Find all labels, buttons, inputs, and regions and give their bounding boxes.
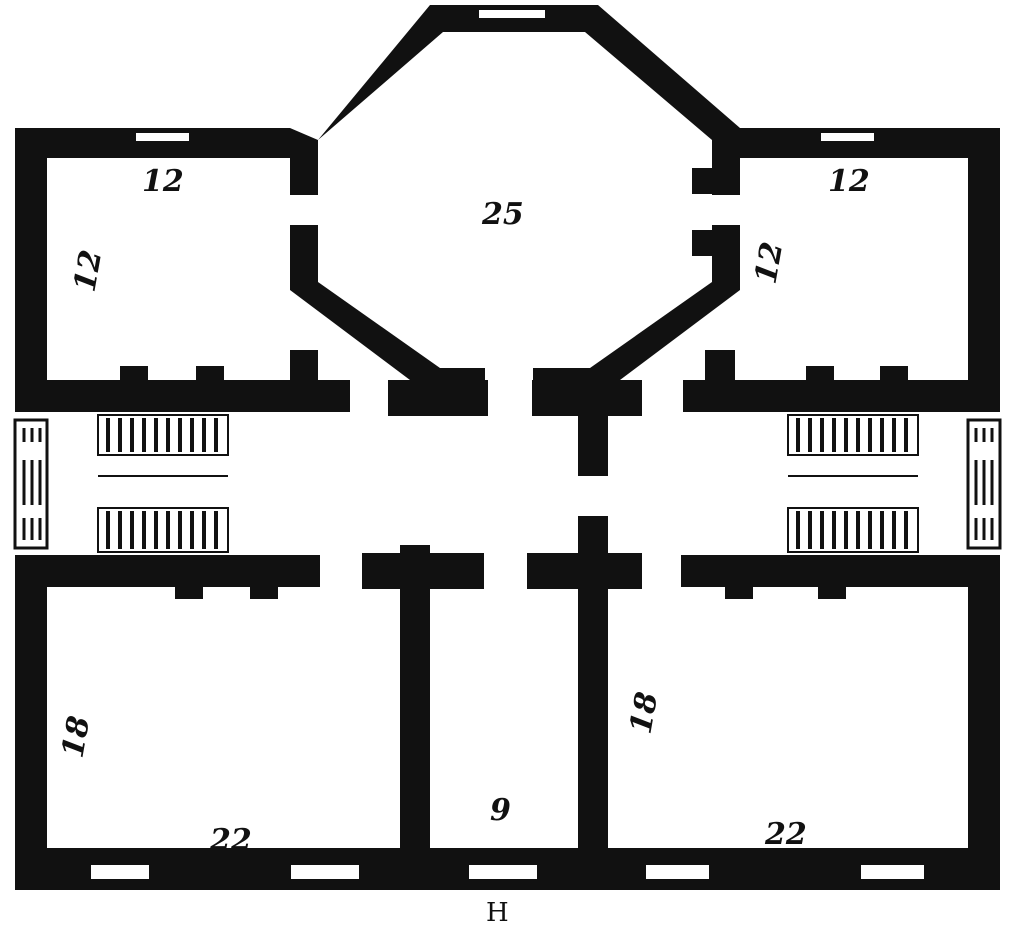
cross-wall-n-mid-r — [532, 380, 642, 416]
octagon-gap-s — [485, 366, 533, 398]
cross-wall-n-east — [683, 380, 1000, 412]
label-octagon-hall: 25 — [482, 197, 524, 232]
pier-n3 — [290, 350, 318, 382]
north-windows — [134, 8, 876, 143]
south-windows — [89, 863, 926, 881]
east-staircase — [787, 414, 919, 553]
pilaster-e2 — [692, 230, 714, 256]
entrance-label: H — [486, 898, 509, 928]
vestibule-wall-w — [400, 545, 430, 850]
cross-wall-s-east — [681, 555, 1000, 587]
side-window-mullions — [22, 428, 994, 540]
walls — [15, 5, 1000, 890]
east-wall-lower — [968, 560, 1000, 890]
cross-wall-n-mid-l — [388, 380, 488, 416]
west-wall-lower — [15, 560, 47, 890]
west-wall-upper — [15, 128, 47, 408]
pier-n2 — [196, 366, 224, 384]
label-sw-room-width: 22 — [210, 823, 252, 858]
center-pier — [578, 412, 608, 476]
label-se-room-width: 22 — [765, 817, 807, 852]
pier-n4 — [705, 350, 735, 382]
pier-n1 — [120, 366, 148, 384]
octagon-gap-e — [708, 195, 744, 225]
window — [89, 863, 151, 881]
side-openings — [13, 418, 1002, 550]
label-ne-room-width: 12 — [828, 164, 870, 199]
octagon-gap-w — [286, 195, 322, 225]
cross-wall-n-west — [15, 380, 350, 412]
pier-n5 — [806, 366, 834, 384]
label-se-room-depth: 18 — [623, 689, 666, 737]
pier-s4 — [818, 585, 846, 599]
window — [819, 131, 876, 143]
label-vestibule-width: 9 — [490, 793, 511, 828]
label-ne-room-depth: 12 — [748, 239, 791, 287]
pier-s1 — [175, 585, 203, 599]
west-staircase — [97, 414, 229, 553]
label-nw-room-width: 12 — [142, 164, 184, 199]
stair-treads — [106, 418, 908, 549]
pier-n6 — [880, 366, 908, 384]
window — [644, 863, 711, 881]
label-nw-room-depth: 12 — [67, 247, 110, 295]
east-wall-upper — [968, 128, 1000, 408]
window — [467, 863, 539, 881]
window — [289, 863, 361, 881]
pilaster-e1 — [692, 168, 714, 194]
vestibule-wall-e — [578, 516, 608, 850]
window — [477, 8, 547, 20]
pier-s3 — [725, 585, 753, 599]
label-sw-room-depth: 18 — [55, 713, 98, 761]
window — [134, 131, 191, 143]
window — [859, 863, 926, 881]
cross-wall-s-west — [15, 555, 320, 587]
pier-s2 — [250, 585, 278, 599]
